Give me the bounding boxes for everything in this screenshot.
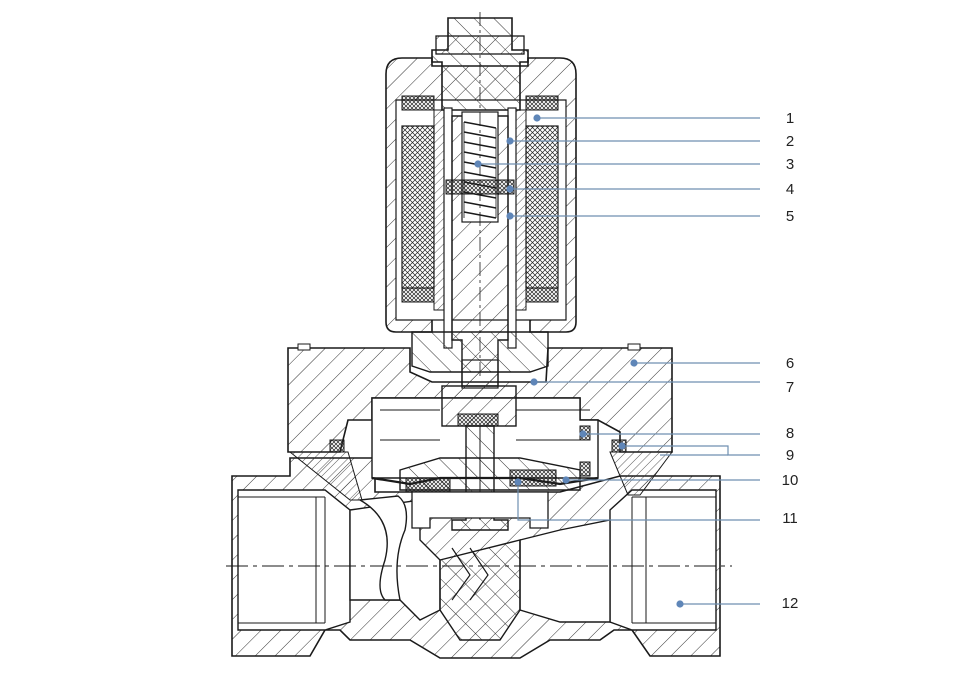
callout-label: 6 <box>786 355 794 372</box>
callout-leader <box>517 482 760 521</box>
diaphragm-assembly <box>371 385 599 531</box>
callout-label: 3 <box>786 156 794 173</box>
callout-dot <box>533 114 541 122</box>
centre-web <box>439 539 521 641</box>
inlet-port-bore <box>237 489 351 631</box>
callout-3: 3 <box>474 156 794 173</box>
callout-label: 1 <box>786 110 794 127</box>
oring-10 <box>579 461 591 477</box>
callout-dot <box>506 137 514 145</box>
outlet-thread-lines <box>631 496 716 624</box>
coil-winding-right <box>525 125 559 289</box>
coil-washer-top-right <box>525 95 559 111</box>
coil-former-left <box>433 109 445 311</box>
callout-12: 12 <box>676 595 798 612</box>
callout-9: 9 <box>618 442 794 464</box>
callout-5: 5 <box>506 208 794 225</box>
callout-7: 7 <box>530 378 794 396</box>
bonnet-block <box>287 347 673 453</box>
callout-8: 8 <box>579 425 794 442</box>
valve-body <box>226 457 732 659</box>
seat-block <box>411 491 549 529</box>
main-seal-left <box>405 477 451 493</box>
callout-dot <box>530 378 538 386</box>
callout-dot <box>506 185 514 193</box>
callout-label: 7 <box>786 379 794 396</box>
bonnet-bolt-left <box>297 343 311 351</box>
callout-dot <box>562 476 570 484</box>
callout-10: 10 <box>562 472 798 489</box>
coil-washer-bottom-right <box>525 287 559 303</box>
outlet-port-bore <box>609 489 717 631</box>
callout-label: 11 <box>782 510 798 527</box>
flow-arrow-marks <box>451 547 489 601</box>
callout-leader <box>622 445 760 456</box>
callout-label: 10 <box>782 472 799 489</box>
callout-2: 2 <box>506 133 794 150</box>
bonnet-bolt-right <box>627 343 641 351</box>
inlet-thread-lines <box>238 496 326 624</box>
coil-washer-top-left <box>401 95 435 111</box>
callout-dot <box>579 430 587 438</box>
coil-washer-bottom-left <box>401 287 435 303</box>
callout-dot <box>506 212 514 220</box>
callout-label: 4 <box>786 181 794 198</box>
callout-label: 8 <box>786 425 794 442</box>
callout-4: 4 <box>506 181 794 198</box>
guide-tube-left <box>443 107 453 349</box>
callout-dot <box>474 160 482 168</box>
callout-dot <box>676 600 684 608</box>
pilot-seal-pad <box>457 413 499 427</box>
callout-label: 12 <box>782 595 799 612</box>
inlet-curved-wall <box>357 495 408 601</box>
callout-label: 5 <box>786 208 794 225</box>
callout-label: 2 <box>786 133 794 150</box>
callout-label: 9 <box>786 447 794 464</box>
coil-winding-left <box>401 125 435 289</box>
armature-tube <box>411 12 549 389</box>
pressure-chamber-lines <box>380 409 590 441</box>
callout-6: 6 <box>630 355 794 372</box>
callout-dot <box>630 359 638 367</box>
callout-dot <box>618 442 626 450</box>
tube-flange <box>411 331 549 373</box>
callout-1: 1 <box>533 110 794 127</box>
coil-former-right <box>515 109 527 311</box>
body-seal-left <box>329 439 345 453</box>
callout-dot <box>514 478 522 486</box>
callout-11: 11 <box>514 478 798 527</box>
body-gasket <box>288 451 673 501</box>
